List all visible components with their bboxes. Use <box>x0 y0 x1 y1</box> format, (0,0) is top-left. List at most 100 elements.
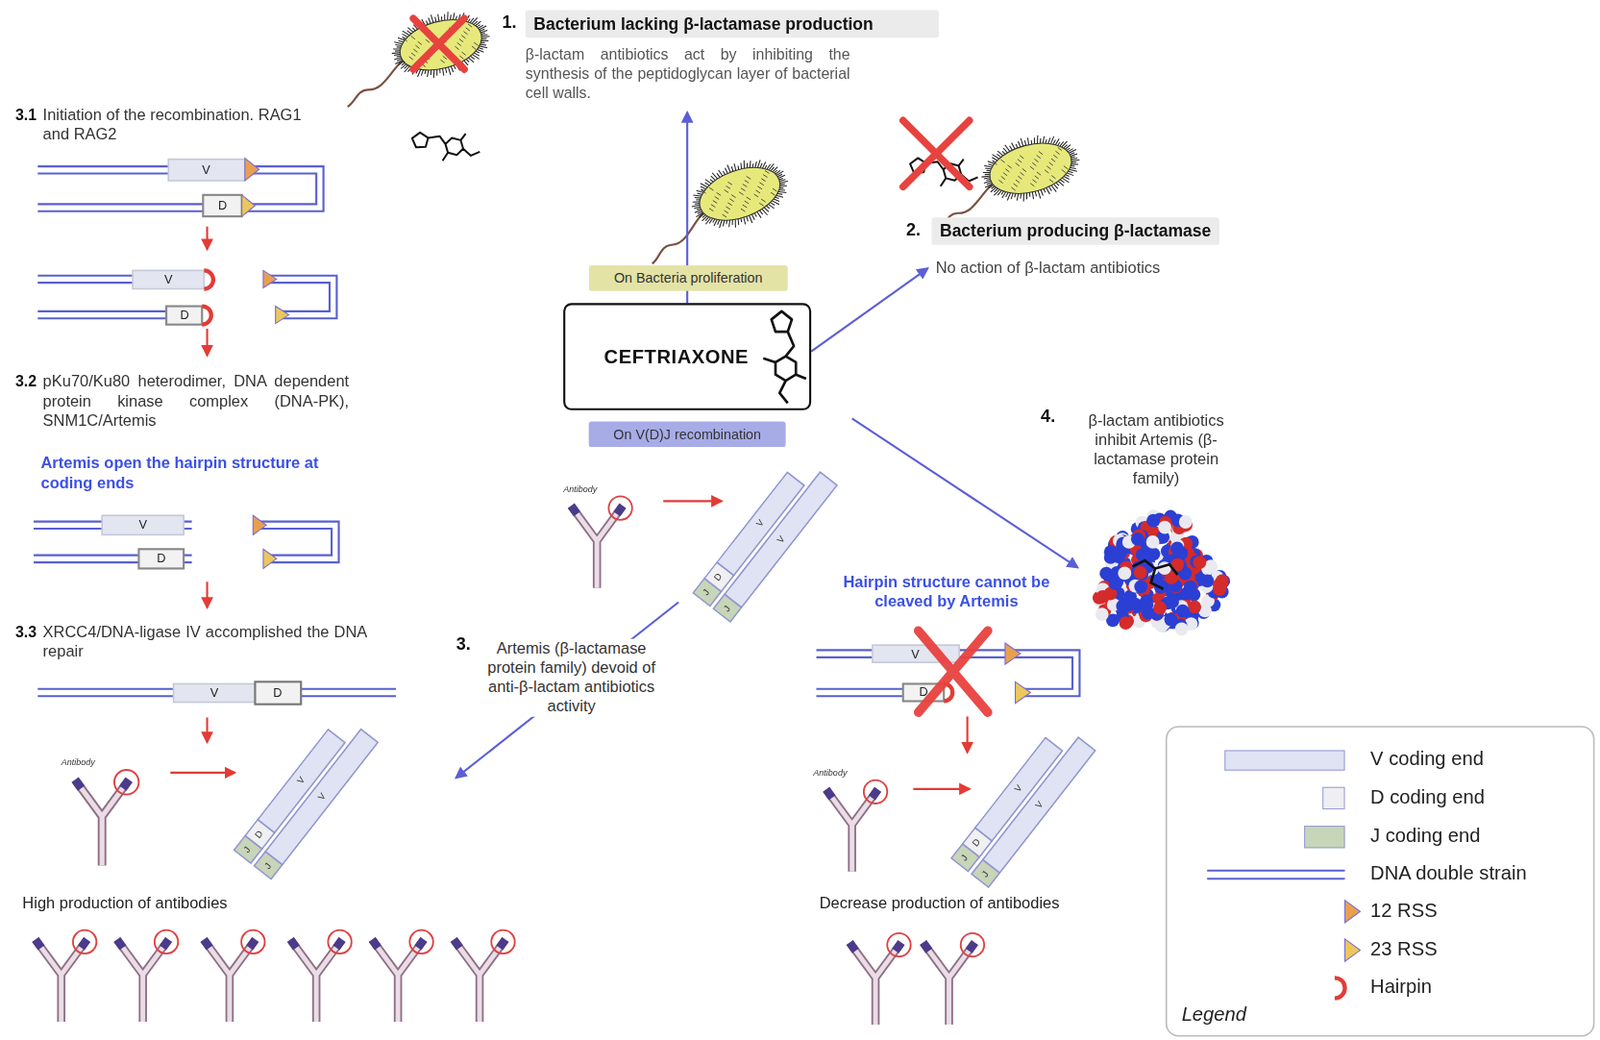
rss-triangle <box>242 195 256 217</box>
node-text: β-lactam antibiotics act by inhibiting t… <box>525 45 851 103</box>
protein-structure <box>1131 532 1145 546</box>
antibody-drawing <box>290 938 343 948</box>
antibody-drawing <box>290 930 351 1022</box>
legend-title: Legend <box>1181 1002 1247 1027</box>
bacterium-drawing <box>1032 178 1036 184</box>
dna-strand <box>263 275 337 320</box>
bacterium-drawing <box>757 185 762 191</box>
protein-structure <box>1192 555 1207 569</box>
bacterium-drawing <box>461 50 466 56</box>
protein-structure <box>1165 594 1180 609</box>
protein-structure <box>1146 514 1160 528</box>
bacterium-drawing <box>413 48 418 53</box>
note-text: Initiation of the recombination. RAG1 an… <box>43 105 311 145</box>
antibody-drawing <box>453 938 506 948</box>
antibody-chain: JDVJV <box>691 454 839 623</box>
bacterium-drawing <box>1007 164 1011 170</box>
bacterium-drawing <box>459 54 464 60</box>
antibody-drawing <box>117 930 178 1022</box>
protein-structure <box>1133 566 1148 580</box>
bacterium-drawing <box>724 188 729 194</box>
segment-letter: D <box>918 686 928 699</box>
protein-structure <box>1146 535 1160 549</box>
bacterium-drawing <box>772 187 777 193</box>
callout-number: 4. <box>1040 406 1056 428</box>
legend-text: D coding end <box>1370 786 1485 810</box>
step-arrow <box>663 499 722 502</box>
note-text: Artemis (β-lactamase protein family) dev… <box>479 639 664 716</box>
antibody-drawing <box>241 930 265 954</box>
bacterium-drawing <box>731 194 736 199</box>
protein-structure <box>1175 622 1189 637</box>
antibody-drawing <box>154 930 178 954</box>
bacterium-drawing <box>459 38 464 44</box>
callout-number: 3. <box>456 634 471 656</box>
protein-structure <box>1183 580 1198 594</box>
callout-number: 1. <box>501 12 517 34</box>
step-arrow <box>966 715 969 752</box>
antibody-drawing <box>849 933 911 1025</box>
coding-end-box <box>138 548 184 568</box>
segment-letter: D <box>272 687 282 700</box>
pointer-arrow <box>456 418 1079 778</box>
bacterium-drawing <box>1032 161 1036 167</box>
bacterium-drawing <box>1000 158 1005 164</box>
bacterium-drawing <box>729 197 734 203</box>
bacterium-drawing <box>692 157 788 231</box>
note-text: pKu70/Ku80 heterodimer, DNA dependent pr… <box>43 372 350 431</box>
antibody-label: Antibody <box>563 483 597 494</box>
protein-structure <box>1187 599 1202 614</box>
antibody-drawing <box>74 769 139 865</box>
bacterium-drawing <box>1010 186 1015 192</box>
bacterium-drawing <box>641 212 714 264</box>
cross-mark <box>413 18 465 70</box>
antibody-drawing <box>371 938 424 948</box>
connector-arrow <box>811 268 928 351</box>
bacterium-drawing <box>759 201 764 207</box>
tag-label: On Bacteria proliferation <box>589 265 788 292</box>
bacterium-drawing <box>726 184 731 190</box>
antibody-drawing <box>74 779 129 788</box>
bacterium-drawing <box>1019 154 1024 160</box>
bacterium-drawing <box>764 169 769 174</box>
bacterium-drawing <box>984 134 1078 202</box>
rss-triangle <box>1005 642 1021 665</box>
bacterium-drawing <box>701 189 706 195</box>
bacterium-drawing <box>746 174 751 180</box>
antibody-drawing <box>203 930 265 1022</box>
legend-swatch <box>1304 825 1345 848</box>
bacterium-drawing <box>1053 153 1058 159</box>
protein-structure <box>1132 560 1179 590</box>
chain-drawing <box>951 721 1096 887</box>
bacterium-drawing <box>473 41 478 47</box>
bacterium-drawing <box>467 23 472 28</box>
bacterium-drawing <box>716 191 721 197</box>
protein-structure <box>1170 541 1184 556</box>
bacterium-drawing <box>1003 172 1008 177</box>
bacterium-drawing <box>1033 158 1038 164</box>
bacterium-drawing <box>457 42 462 48</box>
step-arrow <box>912 787 969 790</box>
step-arrow <box>205 226 208 249</box>
legend-swatch <box>1224 749 1345 770</box>
legend-swatch <box>1322 787 1345 810</box>
rss-triangle <box>252 515 267 535</box>
antibody-drawing <box>960 933 985 957</box>
tag-label: On V(D)J recombination <box>589 421 787 448</box>
bacterium-drawing <box>761 177 765 183</box>
coding-end-box <box>202 195 242 217</box>
coding-end-box <box>173 683 256 702</box>
bacterium-drawing <box>1058 147 1062 152</box>
cross-mark <box>413 18 465 70</box>
bacterium-drawing <box>714 195 719 200</box>
bacterium-drawing <box>1044 169 1049 174</box>
callout-number: 2. <box>906 220 921 242</box>
protein-structure <box>1119 615 1133 630</box>
step-arrow <box>205 328 208 356</box>
segment-letter: D <box>180 309 190 322</box>
protein-structure <box>1153 601 1167 616</box>
bacterium-drawing <box>725 205 730 211</box>
bacterium-drawing <box>471 45 476 50</box>
bacterium-drawing <box>740 207 745 213</box>
legend-box <box>1166 726 1595 1036</box>
